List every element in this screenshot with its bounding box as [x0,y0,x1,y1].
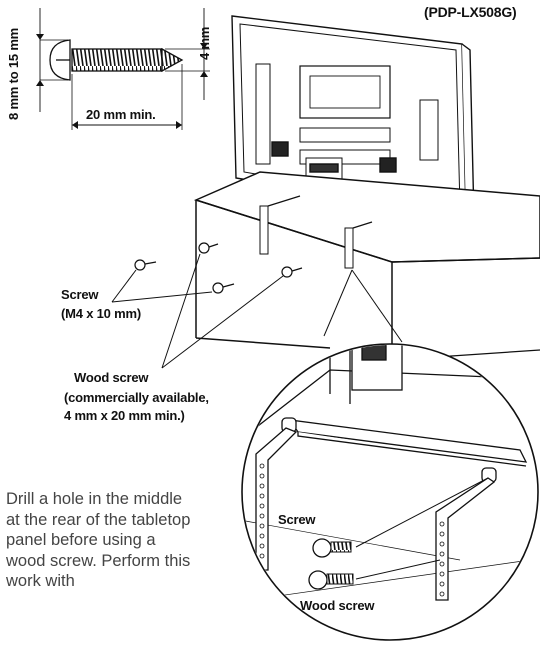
screw-min-length-label: 20 mm min. [86,107,156,122]
tabletop [193,171,540,361]
screw-callout-title: Screw [61,287,99,302]
model-label: (PDP-LX508G) [424,4,517,20]
plasma-tv [231,15,475,219]
wood-screw-callout-spec: 4 mm x 20 mm min.) [64,408,185,423]
screw-callout-spec: (M4 x 10 mm) [61,306,141,321]
detail-magnifier [241,343,539,641]
wood-screw-callout-note: (commercially available, [64,390,209,405]
screw-length-label: 8 mm to 15 mm [6,27,21,120]
detail-screw-label: Screw [278,512,316,527]
instruction-text: Drill a hole in the middle at the rear o… [6,490,191,590]
wood-screw-callout-title: Wood screw [74,370,149,385]
loose-screws [111,242,403,369]
screw-diameter-label: 4 mm [197,26,212,60]
screw-thread [71,48,163,72]
screw-spec-figure [36,8,210,130]
detail-wood-screw-label: Wood screw [300,598,375,613]
